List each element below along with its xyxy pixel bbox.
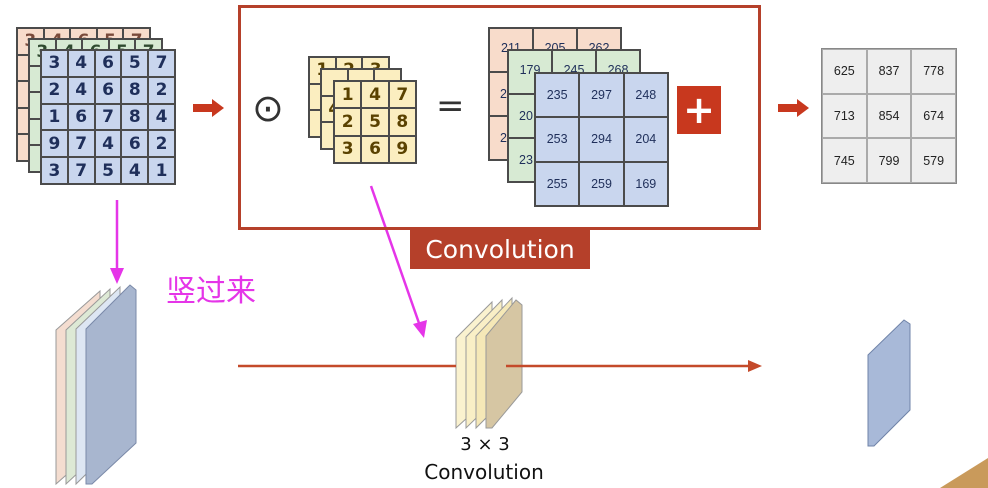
- conv-filter-volume: [456, 298, 522, 428]
- grid-cell: 235: [535, 73, 579, 117]
- grid-cell: 579: [911, 138, 956, 183]
- grid-cell: 799: [867, 138, 912, 183]
- grid-cell: 7: [68, 130, 95, 157]
- grid-cell: 4: [95, 130, 122, 157]
- corner-decoration: [940, 458, 988, 488]
- grid-cell: 6: [95, 50, 122, 77]
- grid-cell: 3: [41, 50, 68, 77]
- grid-cell: 2: [148, 77, 175, 104]
- grid-cell: 625: [822, 49, 867, 94]
- grid-cell: 4: [148, 104, 175, 131]
- grid-cell: 9: [389, 136, 416, 163]
- grid-cell: 1: [41, 104, 68, 131]
- grid-cell: 7: [148, 50, 175, 77]
- grid-cell: 3: [41, 157, 68, 184]
- grid-cell: 6: [121, 130, 148, 157]
- convolution-label: Convolution: [410, 229, 590, 269]
- grid-cell: 1: [148, 157, 175, 184]
- grid-cell: 6: [361, 136, 388, 163]
- grid-cell: 7: [95, 104, 122, 131]
- bottom-convolution-caption: Convolution: [404, 460, 564, 484]
- grid-cell: 4: [68, 50, 95, 77]
- grid-cell: 6: [68, 104, 95, 131]
- grid-cell: 2: [148, 130, 175, 157]
- magenta-arrowhead-left: [110, 268, 124, 284]
- grid-cell: 4: [361, 81, 388, 108]
- grid-cell: 169: [624, 162, 668, 206]
- grid-cell: 674: [911, 94, 956, 139]
- hadamard-operator: ⊙: [252, 86, 284, 130]
- grid-cell: 9: [41, 130, 68, 157]
- grid-cell: 253: [535, 117, 579, 161]
- grid-cell: 6: [95, 77, 122, 104]
- grid-cell: 8: [121, 104, 148, 131]
- grid-cell: 3: [334, 136, 361, 163]
- arrow-conv-to-output: [778, 99, 809, 117]
- equals-sign: =: [436, 86, 465, 126]
- magenta-arrowhead-middle: [413, 320, 427, 338]
- grid-cell: 837: [867, 49, 912, 94]
- output-grid: 625 837 778 713 854 674 745 799 579: [821, 48, 957, 184]
- grid-cell: 745: [822, 138, 867, 183]
- annotation-vertical: 竖过来: [166, 266, 256, 310]
- grid-cell: 8: [389, 108, 416, 135]
- grid-cell: 2: [41, 77, 68, 104]
- grid-cell: 7: [68, 157, 95, 184]
- output-volume: [868, 320, 910, 446]
- grid-cell: 8: [121, 77, 148, 104]
- result-grid-front: 235 297 248 253 294 204 255 259 169: [534, 72, 669, 207]
- grid-cell: 778: [911, 49, 956, 94]
- grid-cell: 5: [95, 157, 122, 184]
- grid-cell: 259: [579, 162, 623, 206]
- grid-cell: 255: [535, 162, 579, 206]
- grid-cell: 204: [624, 117, 668, 161]
- grid-cell: 297: [579, 73, 623, 117]
- kernel-grid-front: 1 4 7 2 5 8 3 6 9: [333, 80, 417, 164]
- grid-cell: 4: [68, 77, 95, 104]
- flow-arrowhead: [748, 360, 762, 372]
- sum-plus-icon: +: [677, 86, 721, 134]
- grid-cell: 248: [624, 73, 668, 117]
- kernel-size-caption: 3 × 3: [420, 434, 550, 455]
- grid-cell: 5: [361, 108, 388, 135]
- grid-cell: 2: [334, 108, 361, 135]
- grid-cell: 5: [121, 50, 148, 77]
- arrow-input-to-conv: [193, 99, 224, 117]
- grid-cell: 7: [389, 81, 416, 108]
- input-volume: [56, 285, 136, 484]
- grid-cell: 713: [822, 94, 867, 139]
- grid-cell: 1: [334, 81, 361, 108]
- grid-cell: 854: [867, 94, 912, 139]
- input-grid-front: 3 4 6 5 7 2 4 6 8 2 1 6 7 8 4 9 7 4 6 2 …: [40, 49, 176, 185]
- grid-cell: 4: [121, 157, 148, 184]
- grid-cell: 294: [579, 117, 623, 161]
